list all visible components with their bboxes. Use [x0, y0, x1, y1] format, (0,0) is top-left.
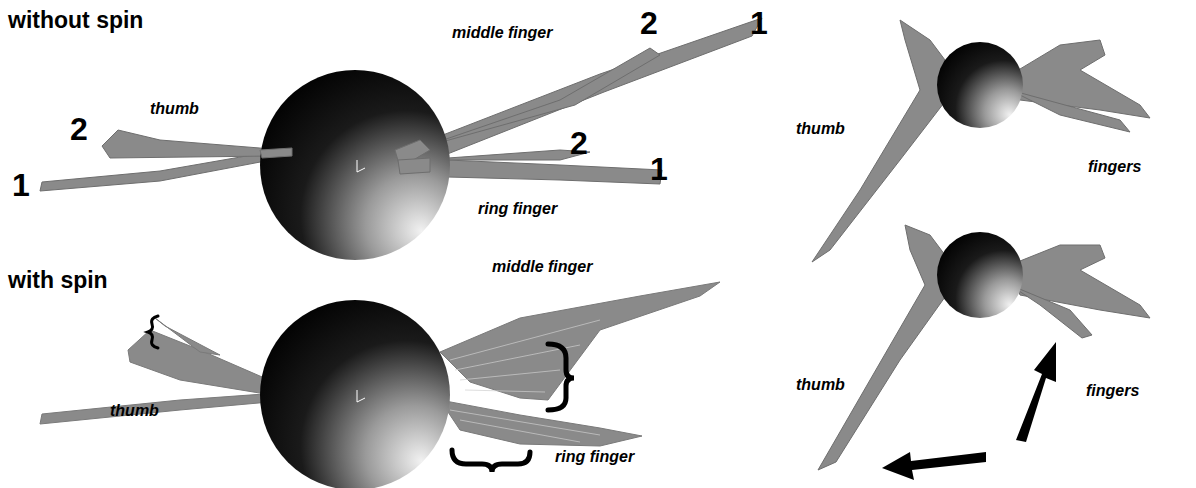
ball	[260, 70, 450, 260]
callout-number: 1	[12, 168, 30, 203]
finger-trajectories-front	[260, 140, 430, 174]
panel-title: with spin	[8, 268, 108, 293]
finger-name: thumb	[150, 100, 199, 118]
finger-name: fingers	[1086, 382, 1139, 400]
ball	[937, 232, 1023, 318]
finger-name: ring finger	[555, 448, 634, 466]
callout-number: 2	[570, 126, 588, 161]
bracket	[148, 316, 574, 472]
callout-number: 2	[70, 112, 88, 147]
finger-name: middle finger	[492, 258, 592, 276]
finger-name: thumb	[796, 120, 845, 138]
axis-marker	[357, 160, 365, 402]
finger-name: fingers	[1088, 158, 1141, 176]
spin-streaks	[450, 320, 600, 442]
finger-trajectories-right	[812, 20, 1150, 470]
ball	[260, 300, 450, 488]
callout-number: 1	[650, 152, 668, 187]
callout-number: 2	[640, 6, 658, 41]
ball	[937, 42, 1023, 128]
finger-name: ring finger	[478, 200, 557, 218]
panel-title: without spin	[8, 8, 143, 33]
finger-name: thumb	[110, 402, 159, 420]
finger-name: middle finger	[452, 24, 552, 42]
motion-arrow	[882, 342, 1056, 480]
callout-number: 1	[750, 6, 768, 41]
finger-name: thumb	[796, 376, 845, 394]
